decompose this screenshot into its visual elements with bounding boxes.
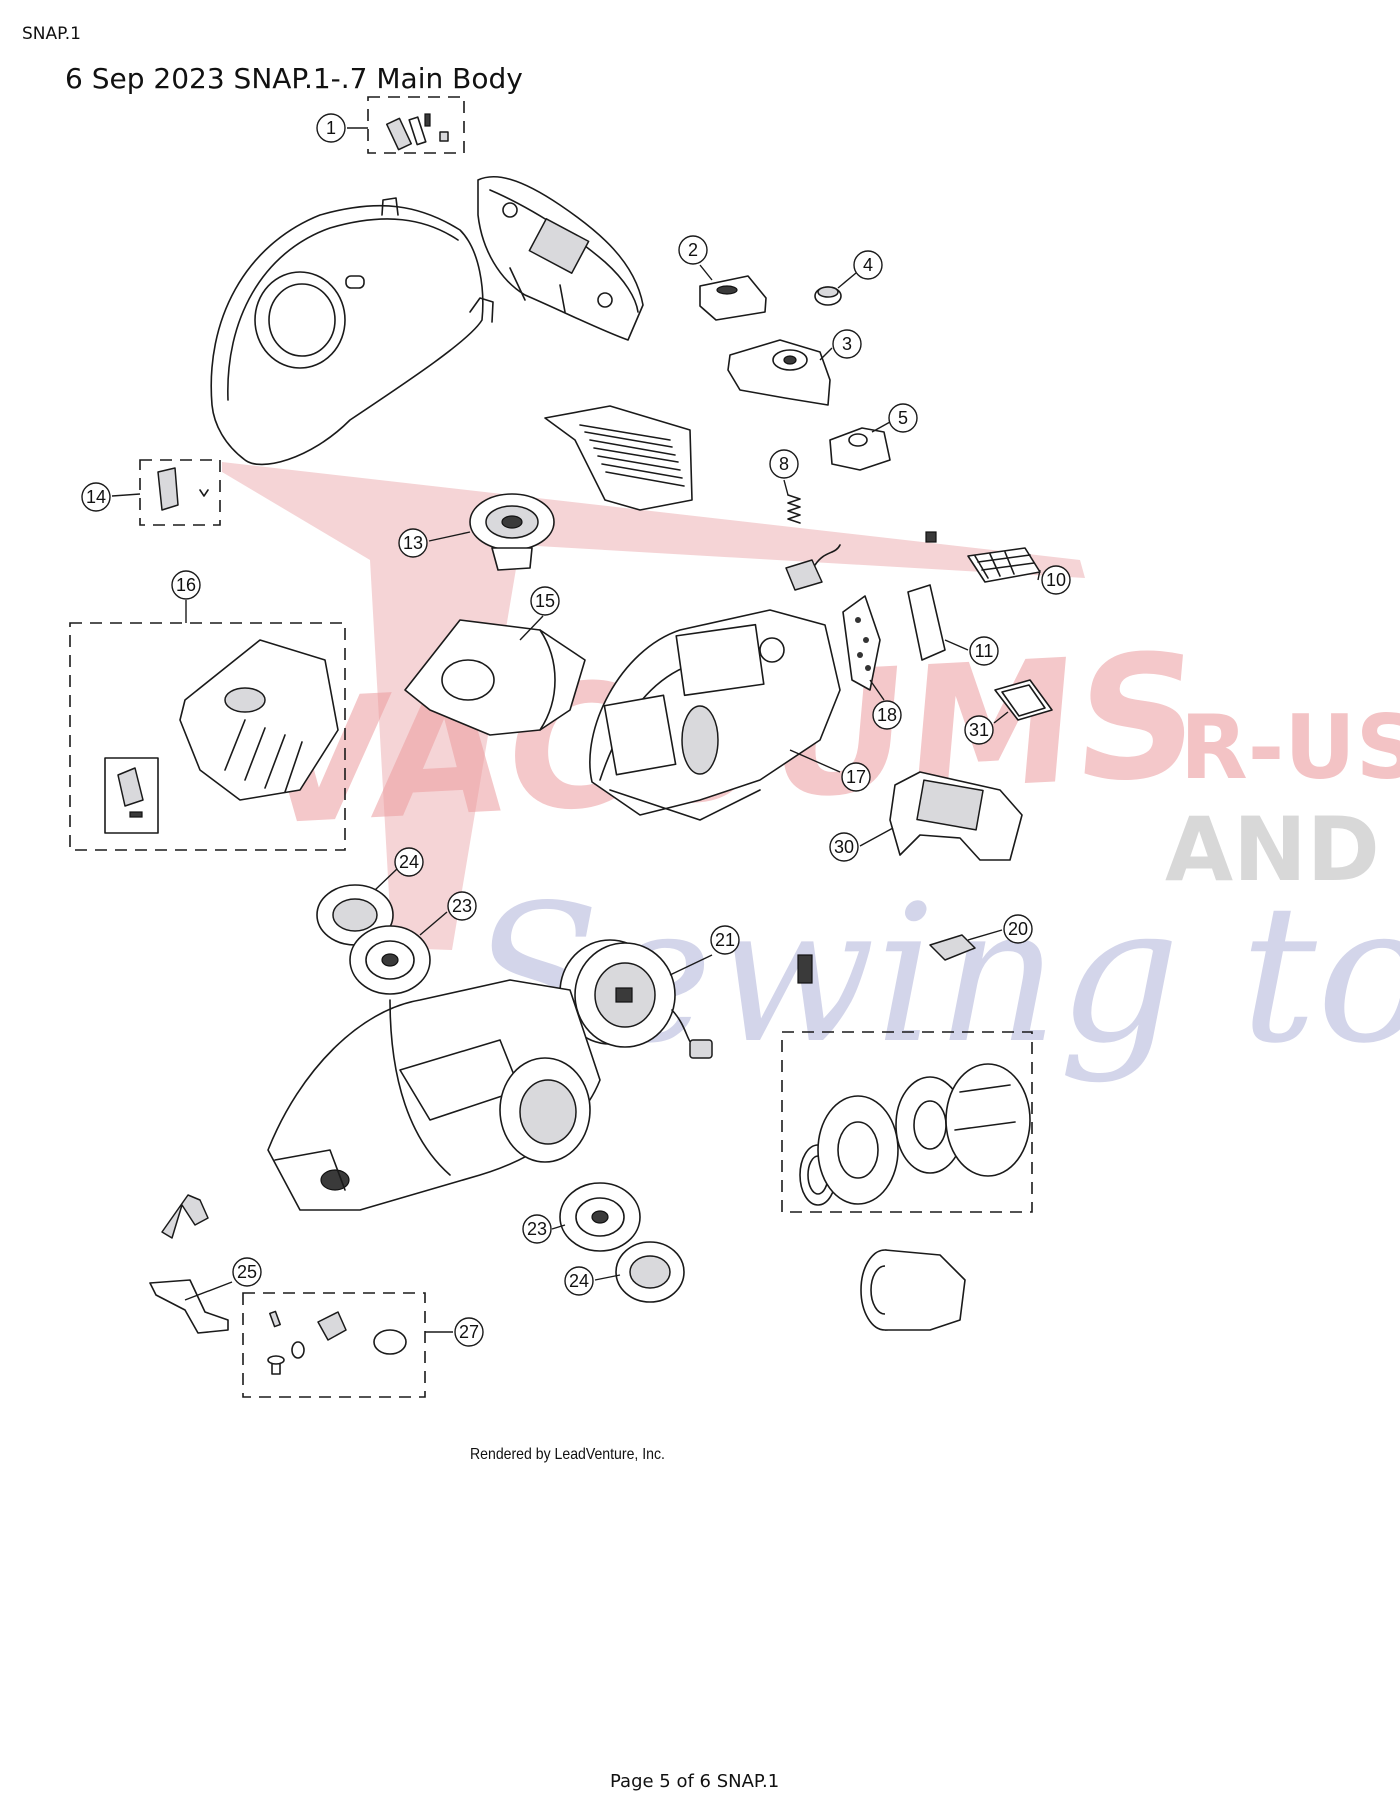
part-25-handle-bracket [149,1279,229,1334]
part-1-clips [367,96,465,154]
callout-21: 21 [669,925,740,976]
part-11-filter-pad [907,584,946,661]
callout-10: 10 [1037,565,1071,595]
callout-16: 16 [171,570,201,623]
callout-27: 27 [425,1317,484,1347]
svg-text:14: 14 [86,487,106,507]
svg-text:25: 25 [237,1262,257,1282]
part-27-hardware-kit [242,1292,426,1398]
callout-25: 25 [184,1257,262,1301]
svg-text:24: 24 [399,852,419,872]
svg-text:23: 23 [527,1219,547,1239]
callout-8: 8 [769,449,799,496]
part-10-hepa-filter [967,547,1041,583]
part-4-button [814,286,842,306]
part-21-cord-reel [559,939,713,1059]
part-13-hose-inlet [469,493,555,571]
svg-text:15: 15 [535,591,555,611]
callout-31: 31 [964,711,1009,745]
callout-14: 14 [81,482,141,512]
callout-17: 17 [789,749,871,792]
callout-4: 4 [837,250,883,289]
callout-13: 13 [398,528,471,558]
svg-text:30: 30 [834,837,854,857]
svg-text:21: 21 [715,930,735,950]
render-credit: Rendered by LeadVenture, Inc. [470,1446,665,1463]
part-23-wheel-bottom [559,1182,641,1252]
svg-text:17: 17 [846,767,866,787]
part-14-latch [139,459,221,526]
exhaust-grille [544,405,693,511]
svg-text:5: 5 [898,408,908,428]
callout-2: 2 [678,235,713,281]
part-8-spring [787,494,801,524]
callout-5: 5 [871,403,918,433]
document-code: SNAP.1 [22,24,81,44]
part-30-filter-housing [889,771,1023,861]
callout-3: 3 [819,329,862,361]
callout-18: 18 [869,679,902,730]
callout-30: 30 [829,827,894,862]
lower-body-base [267,979,601,1211]
watermark-v-shape [222,462,1085,950]
svg-text:20: 20 [1008,919,1028,939]
svg-text:8: 8 [779,454,789,474]
callout-23a: 23 [419,891,477,936]
top-cover [210,197,494,466]
part-24-wheel-bottom [615,1241,685,1303]
part-17-main-housing [589,609,841,821]
part-15-dust-bag [404,619,586,736]
page-title: 6 Sep 2023 SNAP.1-.7 Main Body [65,62,523,95]
svg-text:10: 10 [1046,570,1066,590]
svg-text:11: 11 [975,641,994,661]
svg-text:3: 3 [842,334,852,354]
page-footer: Page 5 of 6 SNAP.1 [610,1771,780,1792]
callout-15: 15 [519,586,560,641]
watermark-r-us: R-US [1180,696,1400,799]
callout-24a: 24 [374,847,424,891]
part-31-seal [994,679,1053,721]
svg-text:24: 24 [569,1271,589,1291]
motor-unit [860,1249,966,1331]
svg-text:27: 27 [459,1322,479,1342]
part-16-bag-holder [69,622,346,851]
motor-parts-kit [781,1031,1033,1213]
part-18-filter-grille [842,595,881,691]
svg-text:4: 4 [863,255,873,275]
motor-connector [785,531,937,591]
svg-text:1: 1 [326,118,336,138]
svg-text:18: 18 [877,705,897,725]
svg-text:2: 2 [688,240,698,260]
part-3-switch-housing [727,339,831,406]
svg-text:16: 16 [176,575,196,595]
watermark-and: AND [1165,798,1380,901]
callout-24b: 24 [564,1266,621,1296]
part-2-button-cover [699,275,767,321]
svg-text:31: 31 [969,720,989,740]
svg-text:13: 13 [403,533,423,553]
svg-text:23: 23 [452,896,472,916]
rear-panel [477,175,644,341]
callout-20: 20 [967,914,1033,944]
callout-1: 1 [316,113,368,143]
part-5-button-cap [829,427,891,471]
callout-11: 11 [944,636,999,666]
part-20-clip [797,934,976,984]
bracket-left [161,1194,209,1239]
part-23-wheel-top [349,925,431,995]
callout-23b: 23 [522,1214,566,1244]
